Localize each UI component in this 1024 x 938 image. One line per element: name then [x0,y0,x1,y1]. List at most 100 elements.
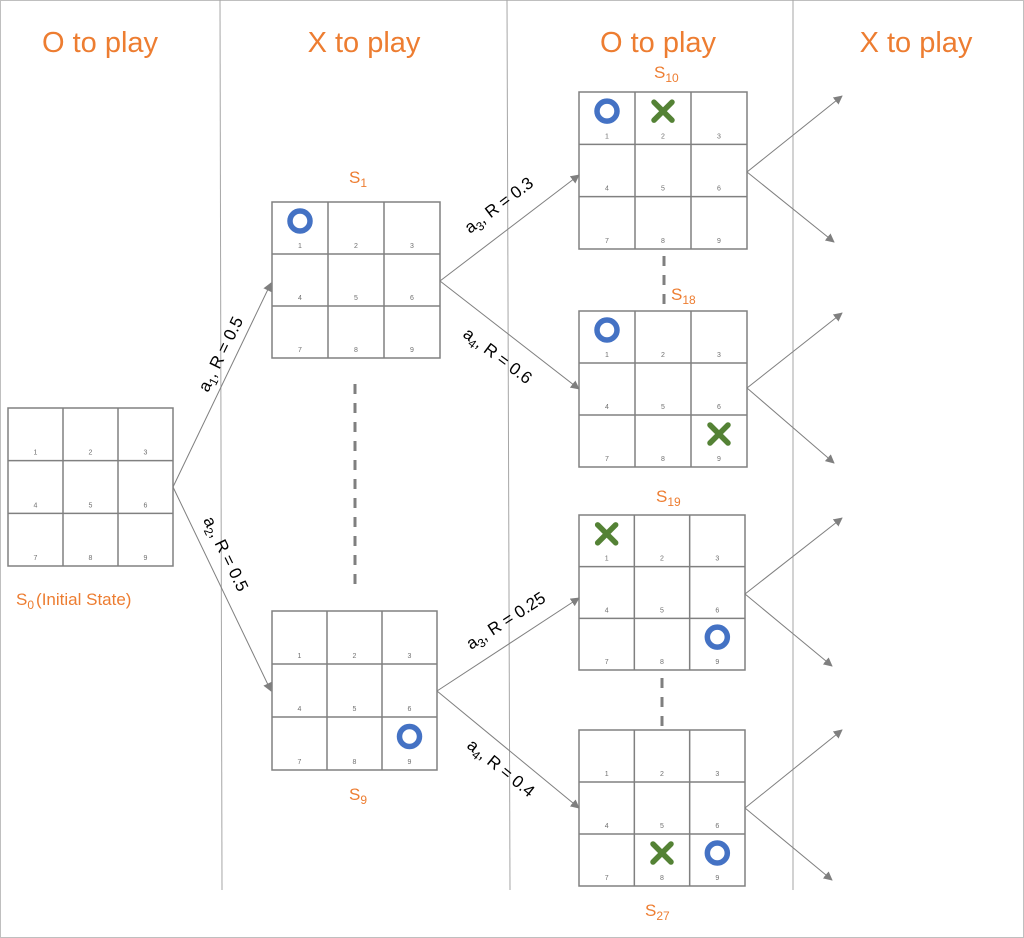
board-s19-cell-7-number: 7 [605,659,609,666]
state-label-s0-main: S [16,590,27,609]
board-s1-cell-7-number: 7 [298,347,302,354]
board-s19-cell-6-number: 6 [715,607,719,614]
board-s18-frame [578,310,748,468]
board-s0-cell-6-number: 6 [144,502,148,509]
board-s27-frame [578,729,746,887]
board-s9-cell-3-number: 3 [408,653,412,660]
board-s19-frame [578,514,746,671]
board-s27-cell-8-number: 8 [660,875,664,882]
board-s19-cell-8-number: 8 [660,659,664,666]
state-label-s1: S1 [349,168,367,190]
edge-s0-s9 [172,486,272,692]
state-label-s0: S0(Initial State) [16,590,131,612]
state-label-s10-main: S [654,63,665,82]
edge-label-s1-s18-reward: , R = 0.6 [472,334,535,388]
board-s27-cell-3-number: 3 [715,771,719,778]
board-s9-cell-4-number: 4 [298,706,302,713]
state-label-s19-sub: 19 [667,495,681,509]
edge-s9-s19 [436,597,580,692]
state-label-s9-main: S [349,785,360,804]
board-s18-cell-1-o-mark [594,317,620,343]
column-dividers [219,0,794,891]
edge-label-s1-s18: a4, R = 0.6 [458,324,536,390]
state-label-s0-sub: 0 [27,598,34,612]
state-label-s18: S18 [671,285,696,307]
edge-label-s9-s19-reward: , R = 0.25 [476,588,549,644]
state-label-s27-sub: 27 [656,909,670,923]
board-s0-cell-9-number: 9 [144,555,148,562]
board-s10-cell-6-number: 6 [717,186,721,193]
board-s27-cell-6-number: 6 [715,823,719,830]
board-s9-cell-9-o-mark [396,723,423,750]
board-s18-cell-2-number: 2 [661,352,665,359]
board-s27-cell-9-number: 9 [715,875,719,882]
board-s27-cell-5-number: 5 [660,823,664,830]
board-s19-cell-4-number: 4 [605,607,609,614]
board-s1-cell-6-number: 6 [410,295,414,302]
board-s27-cell-2-number: 2 [660,771,664,778]
board-s1-frame [271,201,441,359]
edge-s10-next-down [746,171,835,243]
board-s0-cell-3-number: 3 [144,450,148,457]
edge-label-s9-s27-reward: , R = 0.4 [476,746,538,802]
board-s19-cell-9-number: 9 [715,659,719,666]
board-s9-cell-7-number: 7 [298,759,302,766]
column-title-2: X to play [308,27,421,59]
edge-s18-next-down [746,387,835,464]
board-s9-cell-1-number: 1 [298,653,302,660]
state-label-s10-sub: 10 [665,71,679,85]
board-s10-cell-5-number: 5 [661,186,665,193]
board-s1-cell-3-number: 3 [410,243,414,250]
board-s0-cell-7-number: 7 [34,555,38,562]
board-s10-cell-2-number: 2 [661,133,665,140]
board-s18-cell-8-number: 8 [661,456,665,463]
board-s19-cell-9-o-mark [704,624,731,650]
state-label-s27: S27 [645,901,670,923]
board-s9-cell-5-number: 5 [353,706,357,713]
edge-s27-next-down [744,807,833,881]
edge-label-s9-s27: a4, R = 0.4 [462,735,539,803]
board-s27-cell-9-o-mark [704,840,731,866]
board-s1-cell-2-number: 2 [354,243,358,250]
board-s19-cell-2-number: 2 [660,556,664,563]
edge-s0-s1 [172,282,272,488]
state-label-s19-main: S [656,487,667,506]
state-label-s27-main: S [645,901,656,920]
board-s18-cell-9-x-mark-b [707,422,731,446]
board-s19-cell-3-number: 3 [715,556,719,563]
edge-label-s0-s9-reward: , R = 0.5 [206,528,251,595]
board-s10-cell-1-o-mark [594,98,620,124]
state-label-s9-sub: 9 [360,793,367,807]
board-s18-cell-6-number: 6 [717,404,721,411]
board-s0-cell-5-number: 5 [89,502,93,509]
edge-s19-next-down [744,593,833,667]
board-s9-frame [271,610,438,771]
board-s18-cell-1-number: 1 [605,352,609,359]
board-s10-cell-2-x-mark-b [651,99,675,123]
board-s1-cell-8-number: 8 [354,347,358,354]
board-s10-cell-3-number: 3 [717,133,721,140]
board-s9-cell-2-number: 2 [353,653,357,660]
board-s0-frame [7,407,174,567]
board-s0-cell-1-number: 1 [34,450,38,457]
edge-s10-next-up [746,95,843,173]
board-s1-cell-1-number: 1 [298,243,302,250]
edge-s1-s18 [439,280,580,390]
board-s10-cell-8-number: 8 [661,238,665,245]
board-s19-cell-1-number: 1 [605,556,609,563]
edge-s18-next-up [746,312,843,389]
board-s18-cell-5-number: 5 [661,404,665,411]
board-s18-cell-9-number: 9 [717,456,721,463]
board-s10-cell-1-number: 1 [605,133,609,140]
column-title-4: X to play [860,27,973,59]
board-s0-cell-8-number: 8 [89,555,93,562]
board-s1-cell-5-number: 5 [354,295,358,302]
board-s0-cell-4-number: 4 [34,502,38,509]
state-label-s1-sub: 1 [360,176,367,190]
